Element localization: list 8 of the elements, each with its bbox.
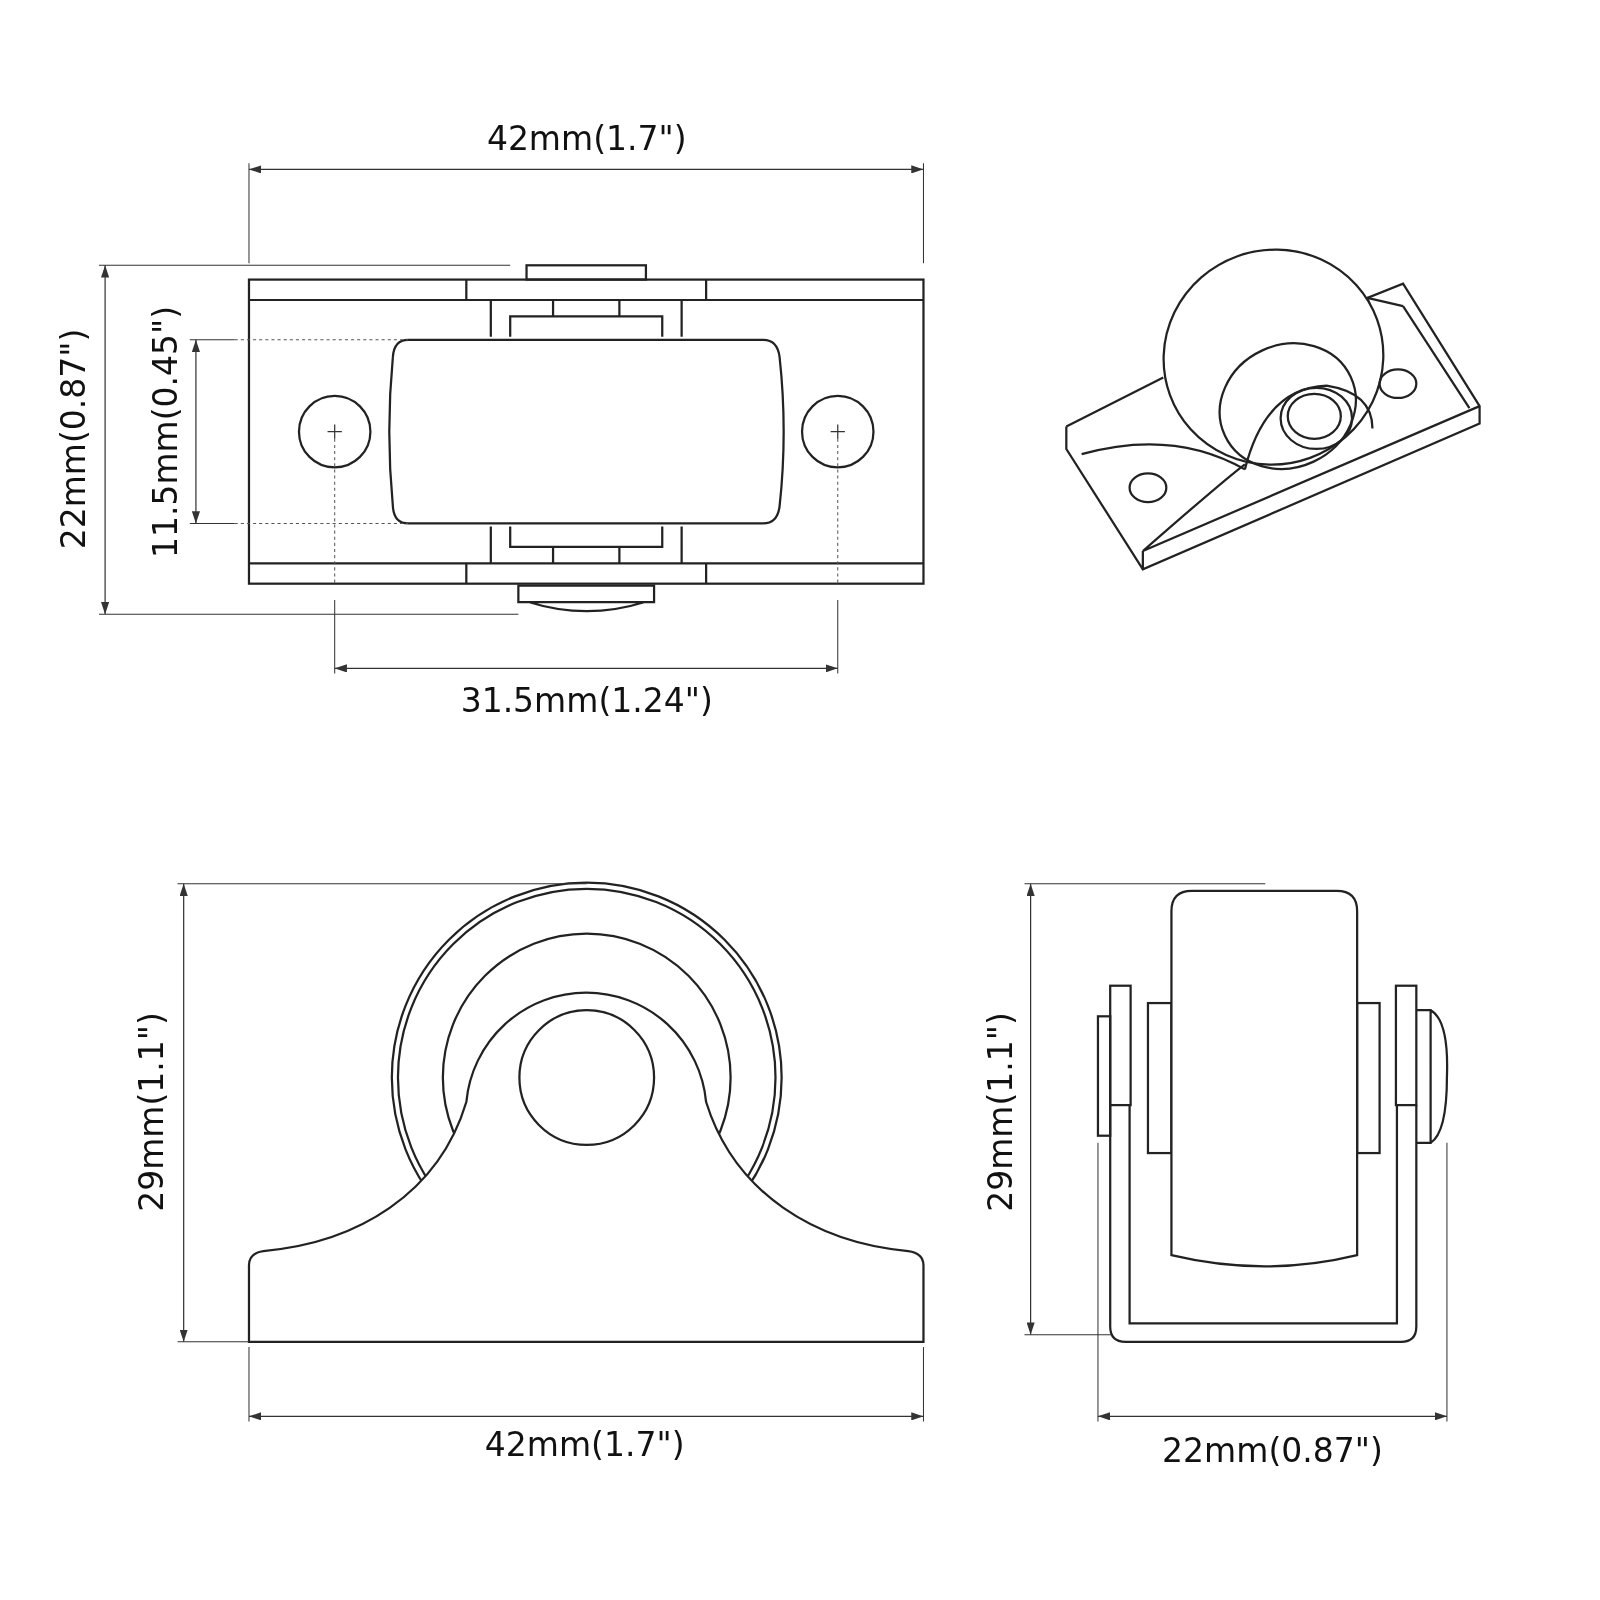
dimension-label: 31.5mm(1.24"): [460, 683, 713, 717]
dimension-label: 11.5mm(0.45"): [148, 305, 182, 558]
dimension-label: 42mm(1.7"): [484, 1427, 685, 1461]
dimension-label: 22mm(0.87"): [56, 328, 90, 550]
dimension-label: 42mm(1.7"): [486, 121, 687, 155]
dimension-label: 22mm(0.87"): [1162, 1433, 1383, 1467]
dimension-label: 29mm(1.1"): [134, 1012, 168, 1213]
dimension-label: 29mm(1.1"): [983, 1012, 1017, 1213]
